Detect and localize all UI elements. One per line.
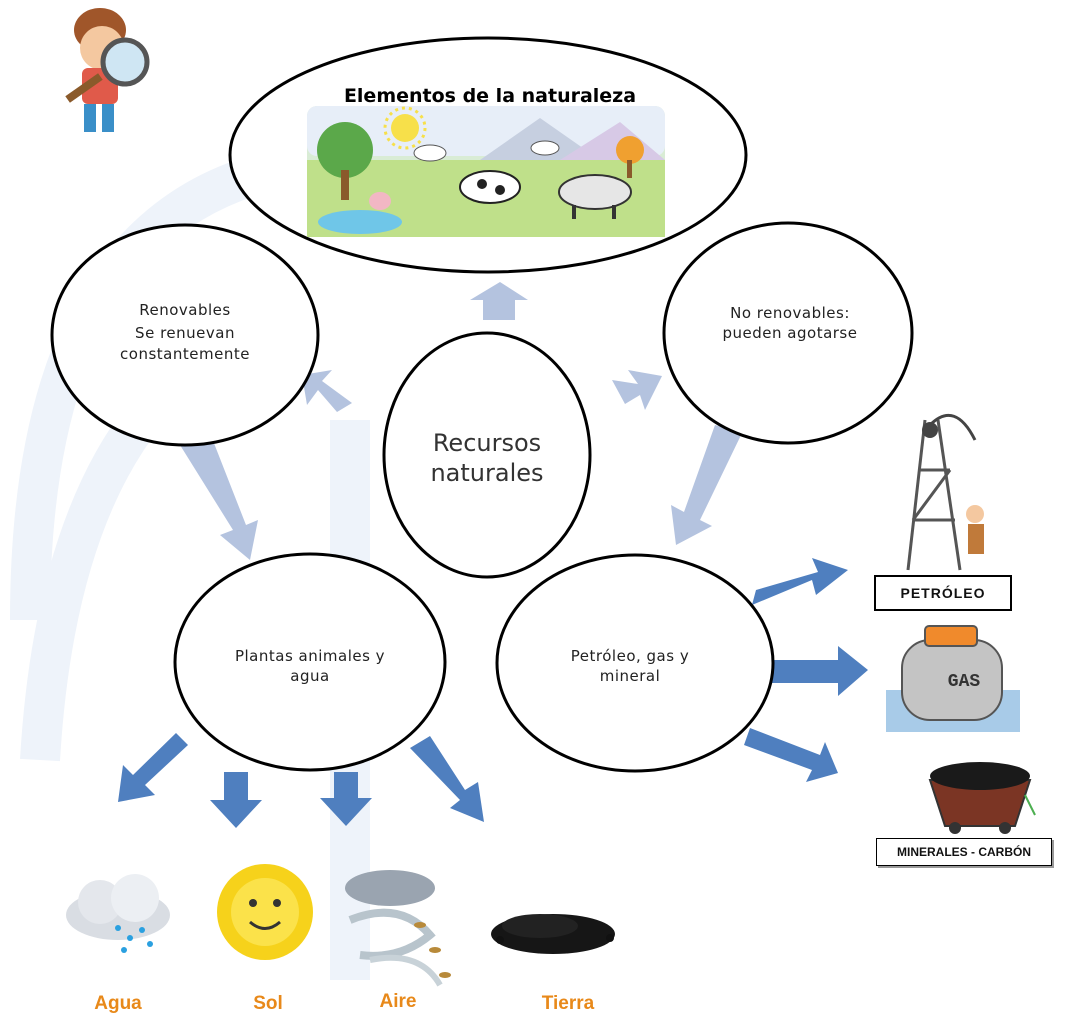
center-text: Recursos naturales: [430, 429, 544, 487]
renewable-examples-circle: [173, 552, 447, 772]
renewables-heading: Renovables: [139, 301, 231, 319]
gas-tank-icon: GAS: [886, 625, 1020, 732]
arrow-down-renewables: [180, 433, 258, 560]
gas-tank-label: GAS: [948, 672, 981, 692]
sun-icon: [217, 864, 313, 960]
coal-cart-icon: [928, 762, 1036, 834]
detective-boy-icon: [65, 8, 150, 132]
oil-rig-icon: [906, 414, 984, 571]
non-renewables-circle: [662, 221, 914, 445]
arrow-down-non-renewables: [671, 425, 742, 545]
renewable-examples-text: Plantas animales y agua: [234, 647, 386, 685]
soil-icon: [491, 914, 615, 954]
arrow-to-sol: [210, 772, 262, 828]
renewables-description: Se renuevan constantemente: [120, 324, 250, 363]
renewables-circle: [50, 223, 320, 447]
arrow-up-right: [612, 370, 662, 410]
petroleo-label: PETRÓLEO: [874, 575, 1012, 611]
arrow-to-tierra: [410, 736, 484, 822]
arrow-to-agua: [118, 733, 188, 802]
minerales-label: MINERALES - CARBÓN: [876, 838, 1052, 866]
wind-icon: [345, 870, 451, 987]
non-renewable-examples-text: Petróleo, gas y mineral: [570, 647, 690, 685]
aire-label: Aire: [379, 991, 417, 1012]
tierra-label: Tierra: [541, 993, 595, 1014]
arrow-to-petroleo: [752, 558, 848, 605]
rain-cloud-icon: [66, 874, 170, 953]
title-text: Elementos de la naturaleza: [343, 85, 637, 107]
arrow-to-aire: [320, 772, 372, 826]
non-renewables-text: No renovables: pueden agotarse: [722, 304, 858, 342]
center-arrows: [180, 282, 742, 560]
arrow-to-gas: [772, 646, 868, 696]
arrow-up: [470, 282, 528, 320]
arrow-up-left: [302, 370, 352, 412]
renewables-text: Renovables Se renuevan constantemente: [90, 300, 280, 365]
non-renewable-examples-circle: [495, 553, 775, 773]
arrow-to-minerales: [744, 728, 838, 782]
agua-label: Agua: [94, 993, 142, 1014]
nature-scene-icon: [307, 106, 665, 237]
center-ellipse: [382, 331, 592, 579]
sol-label: Sol: [253, 993, 283, 1014]
resource-arrows: [118, 558, 868, 828]
